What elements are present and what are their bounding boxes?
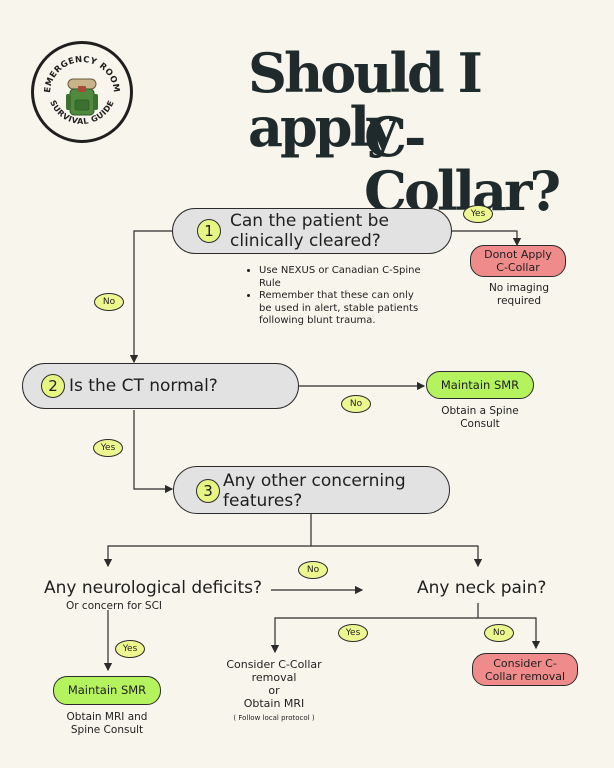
- step3-question-line1: Any other concerning: [223, 471, 406, 491]
- outcome-dont-apply-note: No imaging required: [488, 282, 550, 307]
- connector-step1-yes: [452, 230, 522, 247]
- yes-tag-neck: Yes: [338, 624, 368, 642]
- step3-number: 3: [196, 479, 220, 503]
- no-tag-neck: No: [484, 624, 514, 642]
- outcome-consider-removal-label: Consider C-Collar removal: [484, 656, 566, 683]
- neck-pain-question: Any neck pain?: [417, 578, 547, 598]
- step1-question-line1: Can the patient be: [230, 211, 389, 231]
- page-title-line2: C-Collar?: [364, 105, 561, 223]
- consider-line3: or: [268, 684, 280, 697]
- outcome-maintain-smr-ct-note: Obtain a Spine Consult: [441, 405, 519, 430]
- connector-step1-no: [129, 230, 172, 364]
- outcome-maintain-smr-ct-label: Maintain SMR: [440, 377, 520, 392]
- consider-line1: Consider C-Collar: [226, 658, 322, 671]
- outcome-maintain-smr-ct: Maintain SMR: [426, 371, 534, 399]
- step1-note-item: Remember that these can only be used in …: [259, 290, 425, 328]
- no-tag-neuro: No: [298, 561, 328, 579]
- yes-tag-step2: Yes: [93, 439, 123, 457]
- neuro-subquestion: Or concern for SCI: [66, 600, 162, 612]
- page-title-line1: Should I apply: [248, 41, 483, 159]
- consider-line4: Obtain MRI: [243, 697, 305, 710]
- consider-removal-or-mri: Consider C-Collar removal or Obtain MRI: [220, 658, 328, 710]
- no-tag-step1: No: [94, 293, 124, 311]
- step1-question-box: 1 Can the patient be clinically cleared?: [172, 208, 452, 254]
- step3-question-box: 3 Any other concerning features?: [173, 466, 450, 514]
- step1-notes: Use NEXUS or Canadian C-Spine Rule Remem…: [245, 265, 425, 328]
- step2-question-box: 2 Is the CT normal?: [22, 363, 299, 409]
- connector-split-right: [311, 545, 483, 568]
- outcome-dont-apply: Donot Apply C-Collar: [470, 245, 566, 277]
- emergency-room-logo: EMERGENCY ROOM SURVIVAL GUIDE: [31, 41, 133, 143]
- step2-number: 2: [41, 374, 65, 398]
- step3-question-line2: features?: [223, 491, 303, 511]
- outcome-consider-removal: Consider C-Collar removal: [472, 653, 578, 686]
- connector-split-left: [103, 545, 311, 568]
- connector-neck-right: [478, 617, 541, 650]
- step1-number: 1: [197, 219, 221, 243]
- step1-note-item: Use NEXUS or Canadian C-Spine Rule: [259, 265, 425, 290]
- consider-line2: removal: [251, 671, 297, 684]
- outcome-dont-apply-label: Donot Apply C-Collar: [484, 248, 552, 274]
- neuro-question: Any neurological deficits?: [44, 578, 262, 598]
- yes-tag-step1: Yes: [463, 205, 493, 223]
- step2-question-text: Is the CT normal?: [69, 376, 218, 396]
- protocol-note: ( Follow local protocol ): [233, 714, 315, 722]
- step1-question-line2: clinically cleared?: [230, 231, 381, 251]
- outcome-maintain-smr-neuro: Maintain SMR: [53, 676, 161, 705]
- connector-neck-left: [270, 617, 478, 654]
- backpack-icon: [66, 78, 98, 116]
- outcome-maintain-smr-neuro-label: Maintain SMR: [67, 683, 147, 697]
- connector-step2-yes: [133, 410, 174, 494]
- no-tag-step2: No: [341, 395, 371, 413]
- outcome-maintain-smr-neuro-note: Obtain MRI and Spine Consult: [66, 711, 148, 736]
- yes-tag-neuro: Yes: [115, 640, 145, 658]
